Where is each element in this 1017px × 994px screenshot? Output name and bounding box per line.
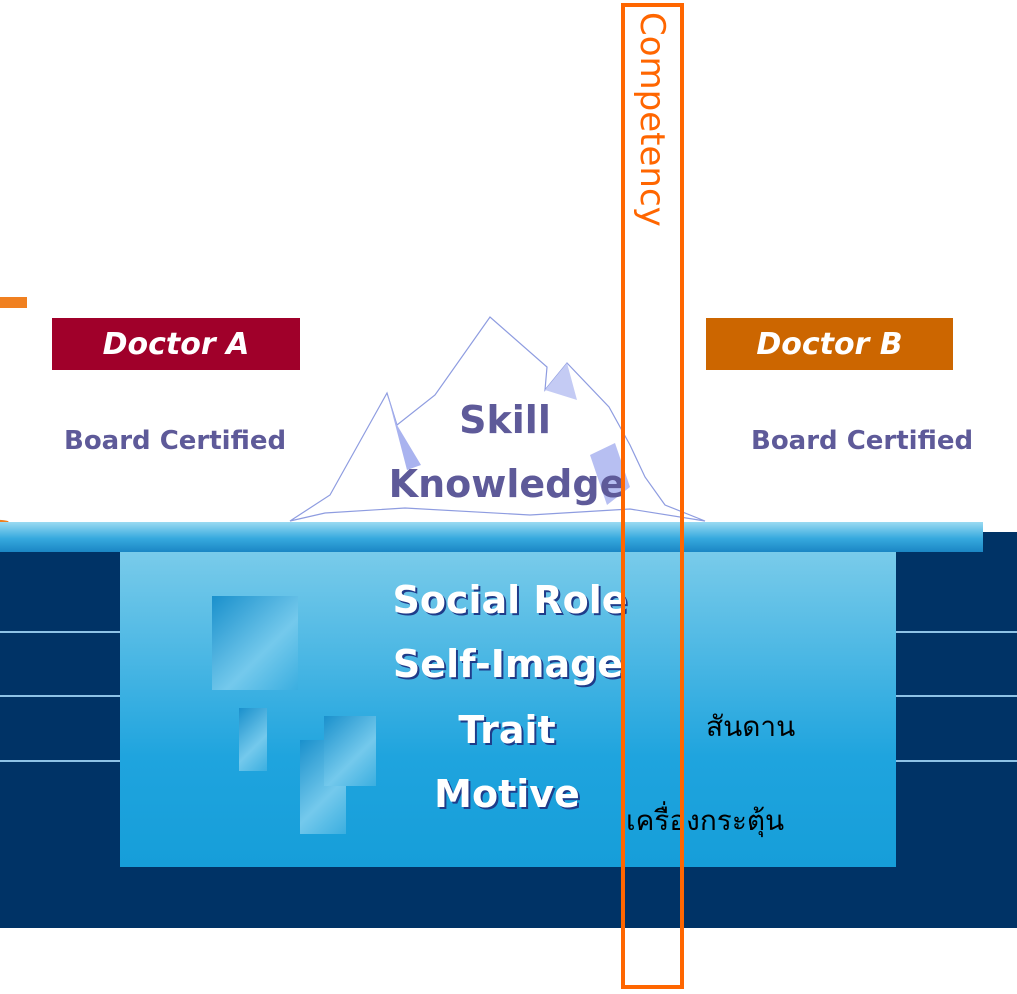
layer-label-social-role: Social Role xyxy=(392,578,628,622)
layer-divider xyxy=(896,695,1017,697)
ice-fragment xyxy=(212,596,298,690)
iceberg-tip xyxy=(289,316,706,522)
layer-divider xyxy=(0,760,120,762)
ice-fragment xyxy=(239,708,267,771)
thai-note-trait: สันดาน xyxy=(706,710,796,743)
doctor-a-certification: Board Certified xyxy=(64,426,287,456)
doctor-b-certification: Board Certified xyxy=(751,426,974,456)
doctor-b-badge: Doctor B xyxy=(706,318,953,370)
layer-divider xyxy=(0,695,120,697)
layer-label-self-image: Self-Image xyxy=(392,642,624,686)
water-surface xyxy=(0,522,983,552)
competency-frame xyxy=(621,3,684,989)
ice-fragment xyxy=(324,716,376,786)
edge-dash-mark xyxy=(0,297,27,308)
iceberg-label-knowledge: Knowledge xyxy=(388,462,626,506)
layer-divider xyxy=(896,631,1017,633)
layer-label-motive: Motive xyxy=(434,772,580,816)
iceberg-shade-right xyxy=(590,443,630,505)
doctor-a-badge: Doctor A xyxy=(52,318,300,370)
thai-note-motive: เครื่องกระตุ้น xyxy=(626,804,785,837)
iceberg-label-skill: Skill xyxy=(459,398,551,442)
iceberg-shade-left xyxy=(387,393,421,470)
layer-divider xyxy=(0,631,120,633)
competency-label: Competency xyxy=(632,12,672,227)
iceberg-shade-mid xyxy=(545,363,577,400)
layer-label-trait: Trait xyxy=(458,708,556,752)
layer-divider xyxy=(896,760,1017,762)
